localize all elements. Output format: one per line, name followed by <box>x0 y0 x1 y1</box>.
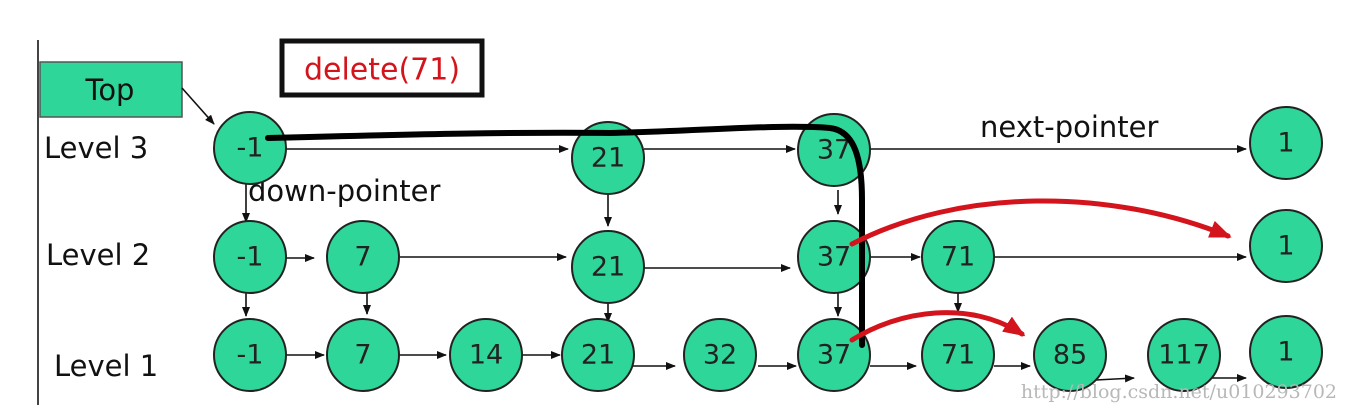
node-l3-2-label: 37 <box>817 135 851 166</box>
node-l1-6 <box>921 318 995 392</box>
node-l2-5 <box>1249 209 1323 283</box>
node-l2-0 <box>213 220 287 294</box>
node-l1-3 <box>561 318 635 392</box>
level-1-nodes: -1 7 14 21 32 37 71 85 117 1 <box>213 315 1323 392</box>
level-3-nodes: -1 21 37 1 <box>213 106 1323 195</box>
node-l1-2-label: 14 <box>469 340 503 371</box>
node-l1-8 <box>1147 318 1221 392</box>
down-pointer-label: down-pointer <box>248 174 441 208</box>
node-l1-4-label: 32 <box>703 340 737 371</box>
node-l3-2 <box>797 113 871 187</box>
node-l2-1 <box>326 220 400 294</box>
top-pointer-arrow <box>181 87 215 125</box>
node-l2-4 <box>921 220 995 294</box>
node-l2-2 <box>571 230 645 304</box>
node-l1-3-label: 21 <box>581 340 615 371</box>
operation-box <box>279 38 485 98</box>
search-path-line <box>265 123 865 348</box>
next-pointer-label: next-pointer <box>980 110 1159 144</box>
node-l1-2 <box>449 318 523 392</box>
node-l2-0-label: -1 <box>237 242 264 273</box>
node-l1-8-label: 117 <box>1158 340 1210 371</box>
node-l1-4 <box>683 318 757 392</box>
watermark-text: http://blog.csdn.net/u010293702 <box>1021 381 1337 403</box>
node-l1-6-label: 71 <box>941 340 975 371</box>
relink-arrow-level-1 <box>849 310 1026 343</box>
node-l3-3 <box>1249 106 1323 180</box>
node-l1-9-label: 1 <box>1277 337 1294 368</box>
node-l1-5 <box>797 318 871 392</box>
node-l1-1 <box>326 318 400 392</box>
top-box <box>39 61 183 118</box>
node-l1-5-label: 37 <box>817 340 851 371</box>
node-l3-3-label: 1 <box>1277 128 1294 159</box>
node-l1-7-label: 85 <box>1053 340 1087 371</box>
node-l3-1 <box>571 121 645 195</box>
relink-arrow-level-2 <box>849 198 1232 247</box>
node-l1-9 <box>1249 315 1323 389</box>
node-l1-7 <box>1033 318 1107 392</box>
node-l3-1-label: 21 <box>591 143 625 174</box>
node-l2-3-label: 37 <box>817 242 851 273</box>
level-2-label: Level 2 <box>46 238 150 272</box>
node-l2-5-label: 1 <box>1277 231 1294 262</box>
level-3-label: Level 3 <box>44 131 148 165</box>
node-l2-4-label: 71 <box>941 242 975 273</box>
node-l2-3 <box>797 220 871 294</box>
node-l1-0 <box>213 318 287 392</box>
node-l2-2-label: 21 <box>591 252 625 283</box>
node-l3-0 <box>213 111 287 185</box>
level-2-nodes: -1 7 21 37 71 1 <box>213 209 1323 304</box>
operation-label: delete(71) <box>304 53 460 88</box>
node-l1-1-label: 7 <box>354 340 371 371</box>
node-l2-1-label: 7 <box>354 242 371 273</box>
node-l3-0-label: -1 <box>237 133 264 164</box>
l1-arrow-8 <box>1095 374 1135 383</box>
top-label: Top <box>85 73 135 107</box>
level-1-label: Level 1 <box>54 349 158 383</box>
node-l1-0-label: -1 <box>237 340 264 371</box>
